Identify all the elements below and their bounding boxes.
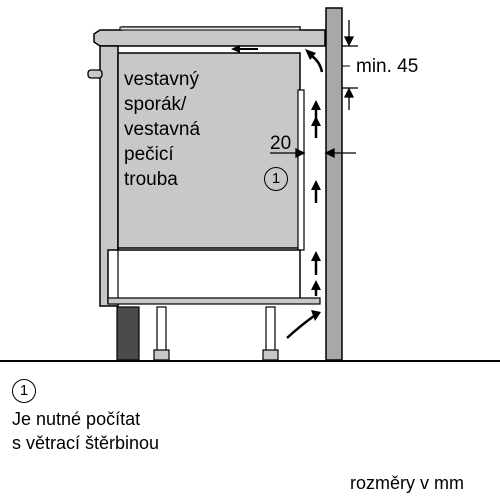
dim-gap-label: 20	[270, 133, 292, 154]
leg-right-foot	[262, 349, 279, 361]
oven-label-line-3: vestavná	[124, 119, 201, 140]
wall	[325, 7, 343, 361]
oven-back-panel	[297, 89, 305, 251]
units-note: rozměry v mm	[350, 473, 464, 493]
dim-top	[342, 20, 358, 110]
airflow-curve-top-head	[305, 49, 316, 60]
airflow-up-arrows	[311, 100, 321, 296]
dim-gap	[270, 147, 356, 159]
dim-top-label: min. 45	[356, 56, 419, 77]
oven-label-line-1: vestavný	[124, 69, 199, 90]
plinth-dark	[116, 306, 140, 361]
leg-right	[265, 306, 276, 353]
airflow-left-head	[231, 45, 240, 53]
legend-line-2: s větrací štěrbinou	[12, 433, 160, 453]
legend-line-1: Je nutné počítat	[12, 409, 141, 429]
base-drawer	[107, 249, 301, 304]
leg-left	[156, 306, 167, 353]
legend-marker: 1	[12, 379, 36, 403]
oven-label-line-2: sporák/	[124, 94, 187, 115]
airflow-curve-bottom	[286, 314, 315, 339]
airflow-curve-bottom-head	[311, 310, 321, 321]
cooktop-glass	[119, 26, 301, 31]
leg-left-foot	[153, 349, 170, 361]
oven-label-line-4: pečicí	[124, 144, 174, 165]
oven-handle	[87, 69, 103, 79]
airflow-curve-top	[311, 55, 324, 73]
base-shelf	[107, 297, 321, 305]
vent-marker: 1	[264, 167, 288, 191]
oven-body	[117, 52, 301, 249]
oven-label-line-5: trouba	[124, 169, 178, 190]
